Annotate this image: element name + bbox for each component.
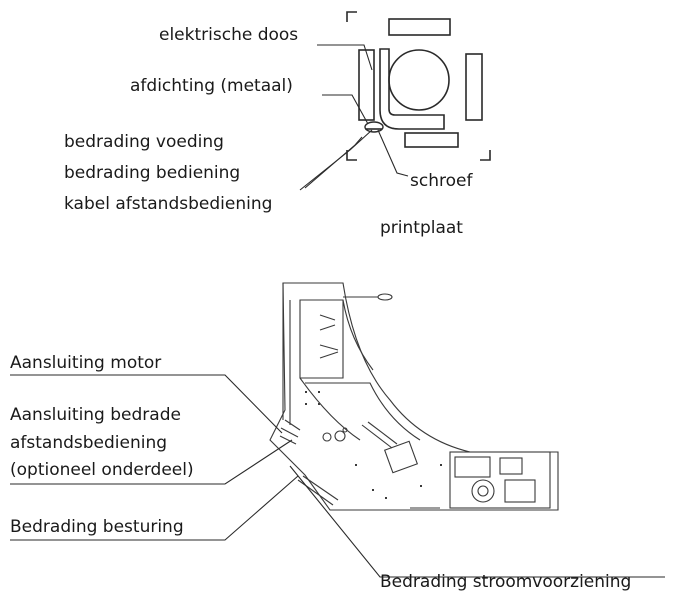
label-pcb: printplaat [380,218,463,238]
bottom-leader-lines [10,374,665,578]
label-seal-metal: afdichting (metaal) [130,76,293,96]
indoor-unit-drawing [269,282,559,511]
label-wired-remote-line3: (optioneel onderdeel) [10,460,194,480]
label-screw: schroef [410,171,473,191]
label-control-wiring: bedrading bediening [64,163,241,183]
label-control-wiring-bottom: Bedrading besturing [10,517,184,537]
label-electrical-box: elektrische doos [159,25,299,45]
top-leader-lines [299,44,409,191]
label-power-supply-wiring: Bedrading stroomvoorziening [380,572,632,592]
electrical-box-drawing [346,11,491,161]
label-power-wiring: bedrading voeding [64,132,224,152]
label-remote-cable: kabel afstandsbediening [64,194,273,214]
label-motor-connection: Aansluiting motor [10,353,162,373]
label-wired-remote-line2: afstandsbediening [10,433,168,453]
label-wired-remote-line1: Aansluiting bedrade [10,405,181,425]
